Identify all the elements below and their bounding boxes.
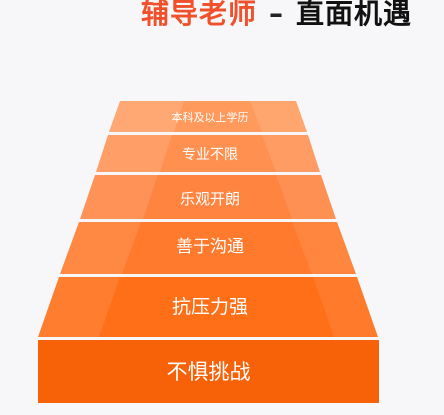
pyramid-level-5-label: 抗压力强 (171, 296, 248, 318)
pyramid-level-6 (38, 340, 379, 403)
pyramid-level-3-highlight-right (276, 175, 336, 219)
pyramid-level-3 (80, 175, 336, 219)
pyramid-level-4-highlight (60, 222, 141, 274)
pyramid-level-2-highlight (96, 135, 172, 172)
title-accent: 辅导老师 (141, 0, 258, 30)
pyramid-level-1-highlight-right (250, 101, 307, 132)
pyramid-level-4-highlight-right (292, 222, 356, 274)
title-rest: 直面机遇 (296, 0, 413, 30)
pyramid-level-1-label: 本科及以上学历 (171, 111, 249, 124)
pyramid-level-4 (60, 222, 356, 274)
pyramid-level-5-highlight-right (313, 277, 378, 337)
pyramid-level-6-label: 不惧挑战 (166, 360, 251, 384)
pyramid-level-1-highlight (109, 101, 184, 132)
pyramid-level-5 (38, 277, 378, 337)
page-title: 辅导老师–直面机遇 (141, 0, 412, 34)
pyramid-level-5-highlight (38, 277, 120, 337)
pyramid-level-1 (109, 101, 307, 132)
pyramid-level-4-label: 善于沟通 (176, 237, 244, 257)
pyramid-level-3-label: 乐观开朗 (179, 190, 240, 208)
title-dash: – (269, 0, 285, 30)
pyramid-level-2-highlight-right (262, 135, 320, 172)
pyramid-level-2 (96, 135, 320, 172)
pyramid-level-2-label: 专业不限 (182, 147, 238, 163)
pyramid-level-3-highlight (80, 175, 158, 219)
